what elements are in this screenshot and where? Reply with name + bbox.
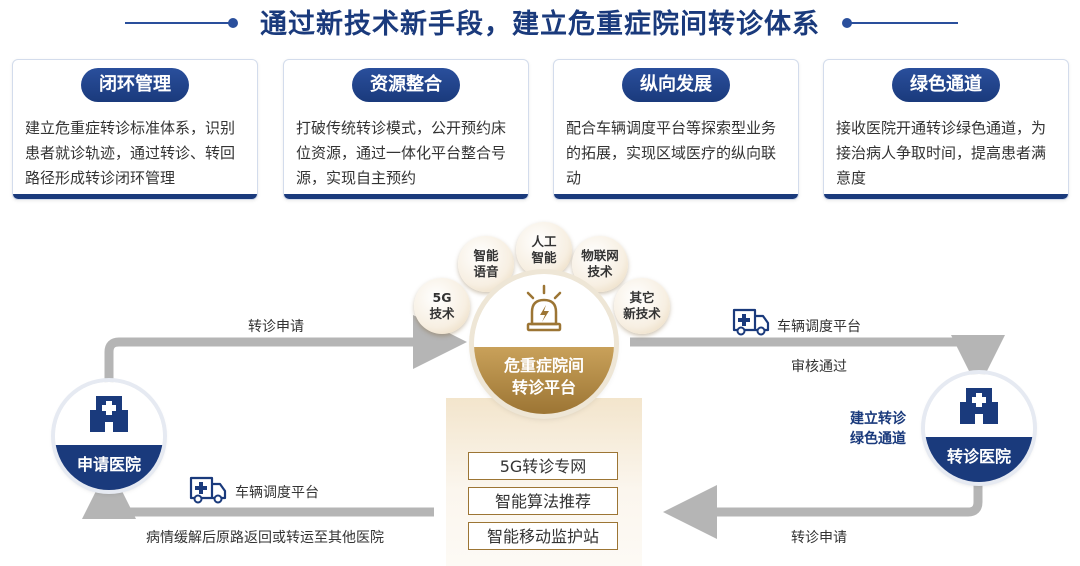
title-dot-right [842,18,852,28]
ambulance-icon [189,476,227,504]
tech-label-line: 其它 [629,290,655,305]
referral-platform-node: 危重症院间 转诊平台 [474,274,614,414]
label-review-passed: 审核通过 [791,359,847,375]
tech-label-line: 智能 [531,250,557,265]
card-accent-bar [284,194,528,199]
tech-label-line: 物联网 [581,248,619,263]
card-text: 建立危重症转诊标准体系，识别患者就诊轨迹，通过转诊、转回路径形成转诊闭环管理 [25,119,236,187]
title-line-right [848,22,958,24]
feature-5g-network: 5G转诊专网 [468,452,618,480]
card-text: 配合车辆调度平台等探索型业务的拓展，实现区域医疗的纵向联动 [566,119,777,187]
tech-bubble-ai: 人工智能 [516,222,572,278]
card-accent-bar [554,194,798,199]
feature-algorithm-recommendation: 智能算法推荐 [468,487,618,515]
tech-label-line: 人工 [531,234,557,249]
hospital-icon [90,396,128,432]
card-vertical-development: 纵向发展 配合车辆调度平台等探索型业务的拓展，实现区域医疗的纵向联动 [553,59,799,200]
feature-mobile-monitoring: 智能移动监护站 [468,522,618,550]
referral-hospital-label: 转诊医院 [925,436,1033,482]
label-green-channel-1: 建立转诊 [850,411,906,427]
referral-hospital-node: 转诊医院 [925,374,1033,482]
tech-label-line: 智能 [473,248,499,263]
label-return-path: 病情缓解后原路返回或转运至其他医院 [146,530,384,546]
title-dot-left [228,18,238,28]
arrow-request-to-platform [104,315,467,385]
card-text: 打破传统转诊模式，公开预约床位资源，通过一体化平台整合号源，实现自主预约 [296,119,507,187]
arrow-platform-to-referral [630,335,1005,389]
tech-label-line: 新技术 [623,306,661,321]
alarm-icon [526,284,562,332]
tech-label-line: 技术 [429,306,455,321]
label-vehicle-platform-right: 车辆调度平台 [777,319,861,335]
tech-label-line: 5G [432,290,452,305]
apply-hospital-label: 申请医院 [55,444,163,490]
label-referral-request-bottom: 转诊申请 [791,530,847,546]
card-title: 绿色通道 [892,68,1000,102]
arrow-return-to-apply [82,465,434,519]
platform-label-line: 转诊平台 [511,377,576,397]
title-line-left [125,22,233,24]
card-resource-integration: 资源整合 打破传统转诊模式，公开预约床位资源，通过一体化平台整合号源，实现自主预… [283,59,529,200]
ambulance-icon [732,308,770,336]
apply-hospital-node: 申请医院 [55,382,163,490]
platform-label: 危重症院间 转诊平台 [474,346,614,414]
tech-bubble-other: 其它新技术 [614,278,670,334]
card-green-channel: 绿色通道 接收医院开通转诊绿色通道，为接治病人争取时间，提高患者满意度 [823,59,1069,200]
card-accent-bar [13,194,257,199]
label-green-channel-2: 绿色通道 [850,431,906,447]
card-closed-loop: 闭环管理 建立危重症转诊标准体系，识别患者就诊轨迹，通过转诊、转回路径形成转诊闭… [12,59,258,200]
card-title: 纵向发展 [622,68,730,102]
card-text: 接收医院开通转诊绿色通道，为接治病人争取时间，提高患者满意度 [836,119,1047,187]
platform-label-line: 危重症院间 [503,355,584,375]
page-title: 通过新技术新手段，建立危重症院间转诊体系 [260,9,820,40]
label-vehicle-platform-left: 车辆调度平台 [235,485,319,501]
card-accent-bar [824,194,1068,199]
card-title: 闭环管理 [81,68,189,102]
arrow-referral-back [663,480,983,539]
hospital-icon [960,388,998,424]
card-title: 资源整合 [352,68,460,102]
label-referral-request-top: 转诊申请 [248,319,304,335]
